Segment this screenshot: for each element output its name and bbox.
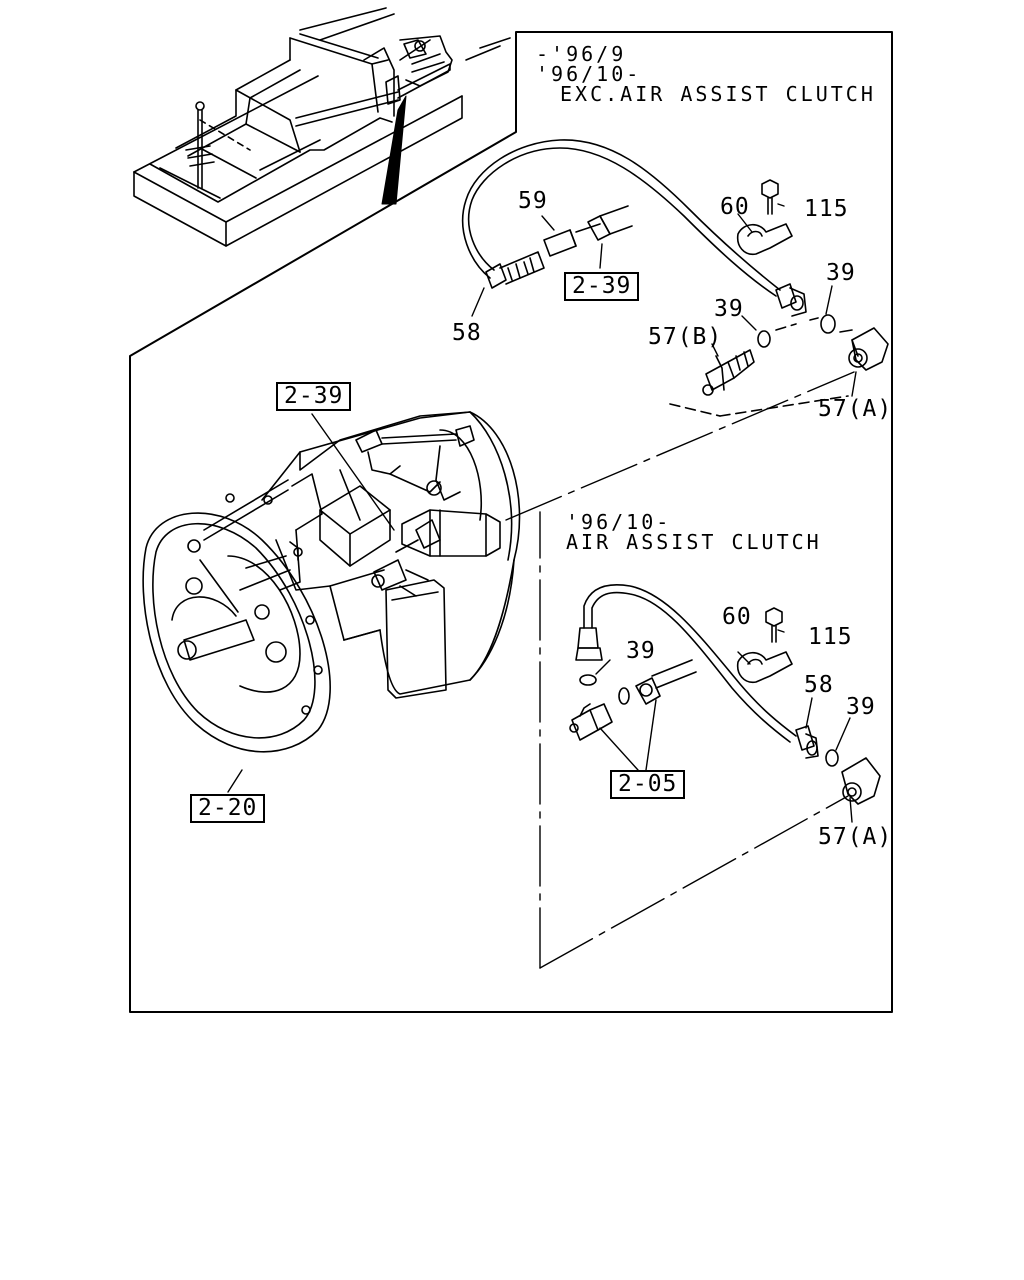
chassis-thumbnail	[133, 7, 511, 247]
ref-box-2-39-top: 2-39	[564, 272, 640, 301]
callout-39-top-mid: 39	[714, 296, 744, 322]
callout-115-top: 115	[804, 196, 849, 222]
lower-note-line-1: '96/10-	[566, 510, 672, 534]
callout-59: 59	[518, 188, 548, 214]
top-hose	[461, 139, 781, 291]
bellhousing-outer	[142, 512, 331, 753]
callout-39-top-right: 39	[826, 260, 856, 286]
lower-note-line-2: AIR ASSIST CLUTCH	[566, 530, 822, 554]
callout-60-top: 60	[720, 194, 750, 220]
diagram-frame	[129, 31, 893, 1013]
top-leader	[505, 371, 855, 521]
upper-note-line-2: '96/10-	[536, 62, 642, 86]
bottom-kit-hose-and-fittings	[569, 584, 881, 805]
upper-note-line-1: -'96/9	[536, 42, 627, 66]
callout-57a-bottom: 57(A)	[818, 824, 893, 850]
upper-note-line-3: EXC.AIR ASSIST CLUTCH	[560, 82, 876, 106]
chassis-pointer	[381, 95, 407, 205]
callout-leaders	[227, 203, 857, 823]
callout-115-bottom: 115	[808, 624, 853, 650]
top-kit-hose-and-fittings	[461, 139, 889, 417]
ref-box-2-20: 2-20	[190, 794, 266, 823]
callout-58-top: 58	[452, 320, 482, 346]
callout-58-bottom: 58	[804, 672, 834, 698]
transmission-assembly	[142, 411, 521, 753]
ref-box-2-05: 2-05	[610, 770, 686, 799]
callout-60-bottom: 60	[722, 604, 752, 630]
ref-box-2-39-middle: 2-39	[276, 382, 352, 411]
callout-57b: 57(B)	[648, 324, 723, 350]
callout-39-bottom-left: 39	[626, 638, 656, 664]
input-shaft	[183, 619, 255, 661]
callout-57a-top: 57(A)	[818, 396, 893, 422]
callout-39-bottom-right: 39	[846, 694, 876, 720]
bottom-hose	[583, 584, 797, 737]
